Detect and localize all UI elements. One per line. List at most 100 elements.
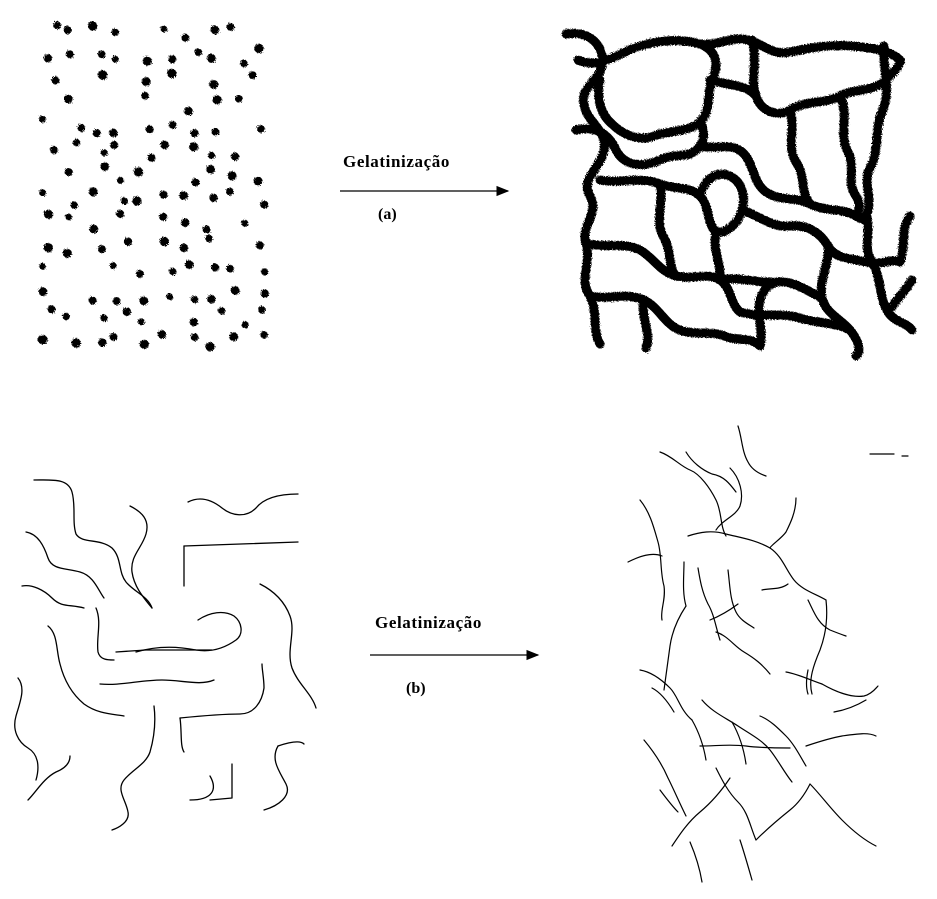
starch-granule: [191, 333, 199, 341]
starch-granule: [71, 338, 80, 347]
starch-granule: [181, 218, 190, 227]
gelatinization-label-b: Gelatinização: [375, 613, 482, 633]
starch-granule: [140, 340, 149, 349]
starch-granule: [179, 191, 188, 200]
starch-granule: [191, 296, 198, 303]
starch-granule: [211, 25, 220, 34]
starch-granule: [256, 241, 264, 249]
starch-granule: [101, 149, 108, 156]
starch-granule: [168, 55, 176, 63]
starch-granule: [190, 318, 198, 326]
starch-granule: [109, 129, 118, 138]
starch-granule: [158, 330, 167, 339]
gelatinization-label-a: Gelatinização: [343, 152, 450, 172]
starch-granule: [185, 260, 194, 269]
starch-granule: [169, 268, 177, 276]
starch-granule: [213, 95, 222, 104]
chains-before-b: [15, 480, 316, 830]
starch-granule: [254, 44, 263, 53]
starch-granule: [64, 95, 73, 104]
starch-granule: [138, 318, 145, 325]
starch-granule: [121, 197, 128, 204]
starch-granule: [66, 50, 74, 58]
starch-granule: [65, 168, 73, 176]
starch-granule: [147, 154, 155, 162]
starch-granule: [182, 34, 190, 42]
starch-granule: [48, 305, 56, 313]
starch-granule: [93, 129, 101, 137]
starch-granule: [134, 167, 144, 177]
gel-network-after-a: [566, 33, 912, 356]
starch-granule: [65, 214, 72, 221]
starch-granule: [112, 56, 119, 63]
starch-granule: [207, 54, 216, 63]
starch-granule: [117, 177, 124, 184]
starch-granule: [142, 77, 151, 86]
starch-granule: [39, 263, 46, 270]
starch-granule: [249, 71, 257, 79]
starch-granule: [124, 238, 132, 246]
starch-granule: [71, 202, 78, 209]
starch-granule: [143, 56, 152, 65]
starch-granule: [212, 128, 220, 136]
starch-granule: [226, 188, 234, 196]
starch-granule: [44, 54, 52, 62]
starch-granule: [184, 107, 193, 116]
starch-granule: [98, 70, 108, 80]
starch-granule: [240, 60, 248, 68]
starch-granule: [39, 116, 46, 123]
starch-granule: [235, 95, 243, 103]
starch-granule: [229, 332, 238, 341]
starch-granule: [78, 124, 86, 132]
starch-granule: [159, 213, 167, 221]
starch-granule: [62, 313, 69, 320]
starch-granule: [98, 51, 106, 59]
starch-granule: [73, 139, 81, 147]
starch-granule: [111, 29, 119, 37]
starch-granule: [160, 191, 168, 199]
starch-granule: [89, 297, 97, 305]
starch-granule: [132, 196, 141, 205]
starch-granule: [39, 189, 46, 196]
starch-granule: [141, 92, 149, 100]
starch-granule: [191, 178, 199, 186]
starch-granule: [190, 129, 198, 137]
starch-granule: [88, 21, 97, 30]
starch-granule: [89, 187, 98, 196]
starch-granule: [100, 314, 107, 321]
starch-granule: [208, 152, 215, 159]
granules-before-a: [38, 21, 269, 351]
starch-granule: [207, 295, 216, 304]
starch-granule: [160, 141, 169, 150]
starch-granule: [189, 142, 198, 151]
starch-granule: [116, 210, 124, 218]
starch-granule: [160, 237, 169, 246]
starch-granule: [195, 49, 203, 57]
starch-granule: [260, 201, 268, 209]
starch-granule: [209, 194, 217, 202]
starch-granule: [241, 321, 248, 328]
branched-network-after-b: [628, 426, 908, 882]
starch-granule: [63, 249, 72, 258]
starch-granule: [180, 244, 189, 253]
step-tag-b: (b): [406, 680, 426, 698]
starch-granule: [161, 26, 168, 33]
starch-granule: [205, 235, 213, 243]
starch-granule: [231, 286, 240, 295]
starch-granule: [100, 162, 109, 171]
starch-granule: [123, 307, 132, 316]
starch-granule: [136, 270, 144, 278]
starch-granule: [206, 165, 215, 174]
starch-granule: [254, 177, 263, 186]
starch-granule: [226, 265, 234, 273]
starch-granule: [89, 225, 98, 234]
starch-granule: [241, 220, 248, 227]
starch-granule: [44, 210, 53, 219]
starch-granule: [98, 338, 107, 347]
starch-granule: [110, 141, 118, 149]
starch-granule: [218, 307, 225, 314]
starch-granule: [211, 264, 219, 272]
starch-granule: [257, 125, 265, 133]
starch-granule: [38, 335, 48, 345]
